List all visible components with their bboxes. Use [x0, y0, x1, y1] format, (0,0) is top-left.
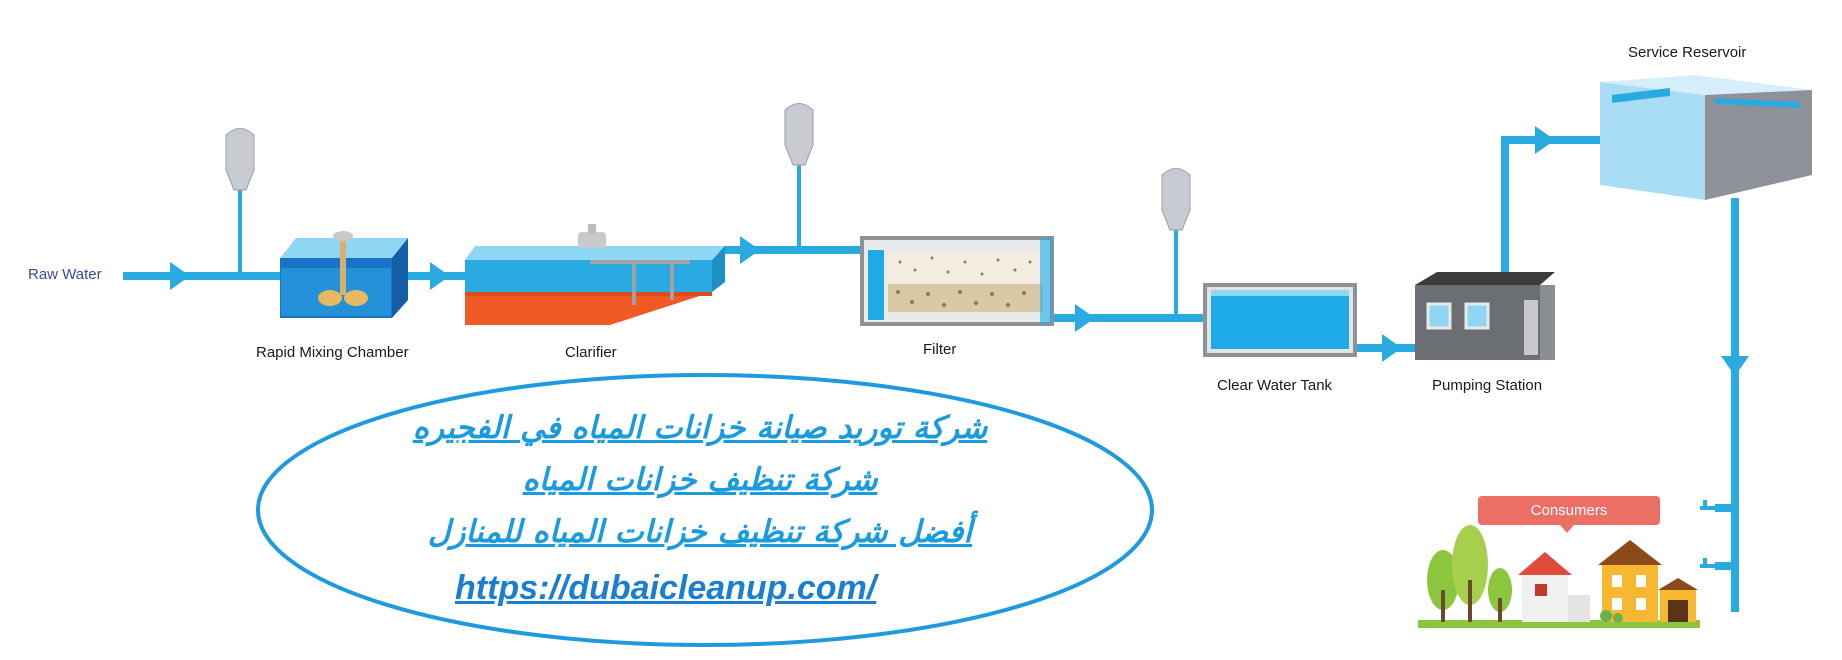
dosing-lines: [238, 165, 1178, 318]
filter-label: Filter: [923, 341, 957, 358]
overlay-line-1: شركة توريد صيانة خزانات المياه في الفجير…: [412, 410, 988, 446]
service-reservoir: [1600, 75, 1812, 200]
overlay-line-2: شركة تنظيف خزانات المياه: [522, 462, 878, 498]
clear-water-tank: [1203, 283, 1357, 357]
chemical-hopper-1: [225, 128, 255, 191]
chemical-hopper-3: [1161, 168, 1191, 231]
consumers-badge: Consumers: [1478, 496, 1660, 525]
overlay-ellipse: [256, 373, 1154, 647]
raw-water-label: Raw Water: [28, 266, 102, 283]
flow-arrows: [170, 126, 1749, 376]
pumping-station: [1415, 272, 1555, 360]
rapid-mixing-chamber-label: Rapid Mixing Chamber: [256, 344, 409, 361]
clear-water-tank-label: Clear Water Tank: [1217, 377, 1333, 394]
pumping-station-label: Pumping Station: [1432, 377, 1543, 394]
clarifier-label: Clarifier: [565, 344, 617, 361]
clarifier: [465, 224, 725, 325]
filter: [860, 236, 1054, 326]
overlay-line-3: أفضل شركة تنظيف خزانات المياه للمنازل: [427, 514, 973, 550]
consumers-scene: [1418, 500, 1715, 628]
chemical-hopper-2: [784, 103, 814, 166]
service-reservoir-label: Service Reservoir: [1628, 44, 1747, 61]
rapid-mixing-chamber: [280, 231, 408, 318]
overlay-url-link[interactable]: https://dubaicleanup.com/: [455, 569, 877, 607]
consumers-badge-pointer: [1560, 525, 1574, 533]
